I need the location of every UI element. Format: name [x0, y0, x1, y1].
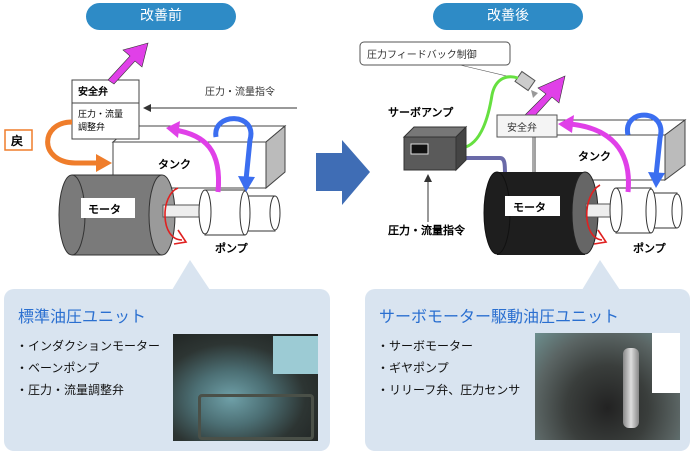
tank-label: タンク: [578, 150, 611, 163]
feedback-label-box: [359, 41, 511, 66]
pressure-sensor-icon: [514, 70, 538, 98]
servo-amp-label: サーボアンプ: [388, 105, 454, 119]
pressure-flow-arrow-icon: [174, 127, 222, 193]
after-diagram: タンク 圧力フィードバック制御 安全弁 サーボアンプ 圧力・流量指令: [359, 41, 687, 255]
rotation-arrow-icon: [164, 187, 183, 241]
list-item: ・ベーンポンプ: [16, 361, 100, 375]
command-label: 圧力・流量指令: [205, 85, 275, 98]
regulator-label: 圧力・流量: [78, 108, 123, 120]
shaft: [162, 204, 204, 218]
feedback-cable: [461, 75, 519, 150]
list-item: ・リリーフ弁、圧力センサ: [377, 383, 521, 397]
suction-arrow-icon: [625, 112, 664, 177]
transition-arrow-icon: [316, 140, 370, 205]
safety-valve-box: [71, 79, 140, 140]
before-feature-list: ・インダクションモーター ・ベーンポンプ ・圧力・流量調整弁: [16, 335, 160, 401]
list-item: ・インダクションモーター: [16, 339, 161, 353]
pump: [198, 189, 281, 236]
return-box: [4, 129, 33, 151]
after-header: 改善後: [433, 3, 583, 30]
pump-label: ポンプ: [633, 241, 667, 255]
before-callout-pointer: [172, 260, 210, 290]
safety-valve-label: 安全弁: [507, 121, 537, 134]
before-diagram: タンク 安全弁 圧力・流量 調整弁 圧力・流量指令 戻 モータ: [4, 42, 297, 256]
safety-valve-box: [496, 114, 558, 138]
rotation-arrow-icon: [585, 184, 603, 241]
after-callout-title: サーボモーター駆動油圧ユニット: [379, 307, 620, 326]
suction-arrow-icon: [213, 116, 254, 181]
motor: [58, 174, 176, 256]
motor: [483, 171, 599, 255]
list-item: ・圧力・流量調整弁: [16, 383, 125, 397]
pump-label: ポンプ: [215, 241, 249, 255]
discharge-arrow-icon: [107, 42, 149, 85]
pressure-flow-arrow-icon: [569, 121, 631, 193]
safety-valve-label: 安全弁: [78, 85, 108, 98]
before-header: 改善前: [86, 3, 236, 30]
list-item: ・ギヤポンプ: [377, 361, 449, 375]
tank: [111, 124, 287, 190]
return-arrow-icon: [45, 119, 100, 166]
servo-unit-photo: [535, 333, 680, 440]
list-item: ・サーボモーター: [377, 339, 474, 353]
before-callout: 標準油圧ユニット ・インダクションモーター ・ベーンポンプ ・圧力・流量調整弁: [4, 289, 330, 451]
after-feature-list: ・サーボモーター ・ギヤポンプ ・リリーフ弁、圧力センサ: [377, 335, 520, 401]
return-label: 戻: [11, 133, 23, 148]
power-cable: [462, 156, 507, 176]
standard-unit-photo: [173, 334, 318, 441]
tank-label: タンク: [158, 158, 191, 171]
motor-label: モータ: [88, 203, 121, 216]
pump: [609, 187, 683, 234]
feedback-label: 圧力フィードバック制御: [367, 48, 477, 61]
motor-label: モータ: [513, 201, 546, 214]
regulator-label: 調整弁: [78, 121, 105, 133]
servo-amp: [402, 125, 468, 172]
before-callout-title: 標準油圧ユニット: [18, 307, 147, 326]
after-callout: サーボモーター駆動油圧ユニット ・サーボモーター ・ギヤポンプ ・リリーフ弁、圧…: [365, 289, 690, 451]
after-callout-pointer: [582, 260, 620, 290]
command-label: 圧力・流量指令: [388, 223, 466, 237]
